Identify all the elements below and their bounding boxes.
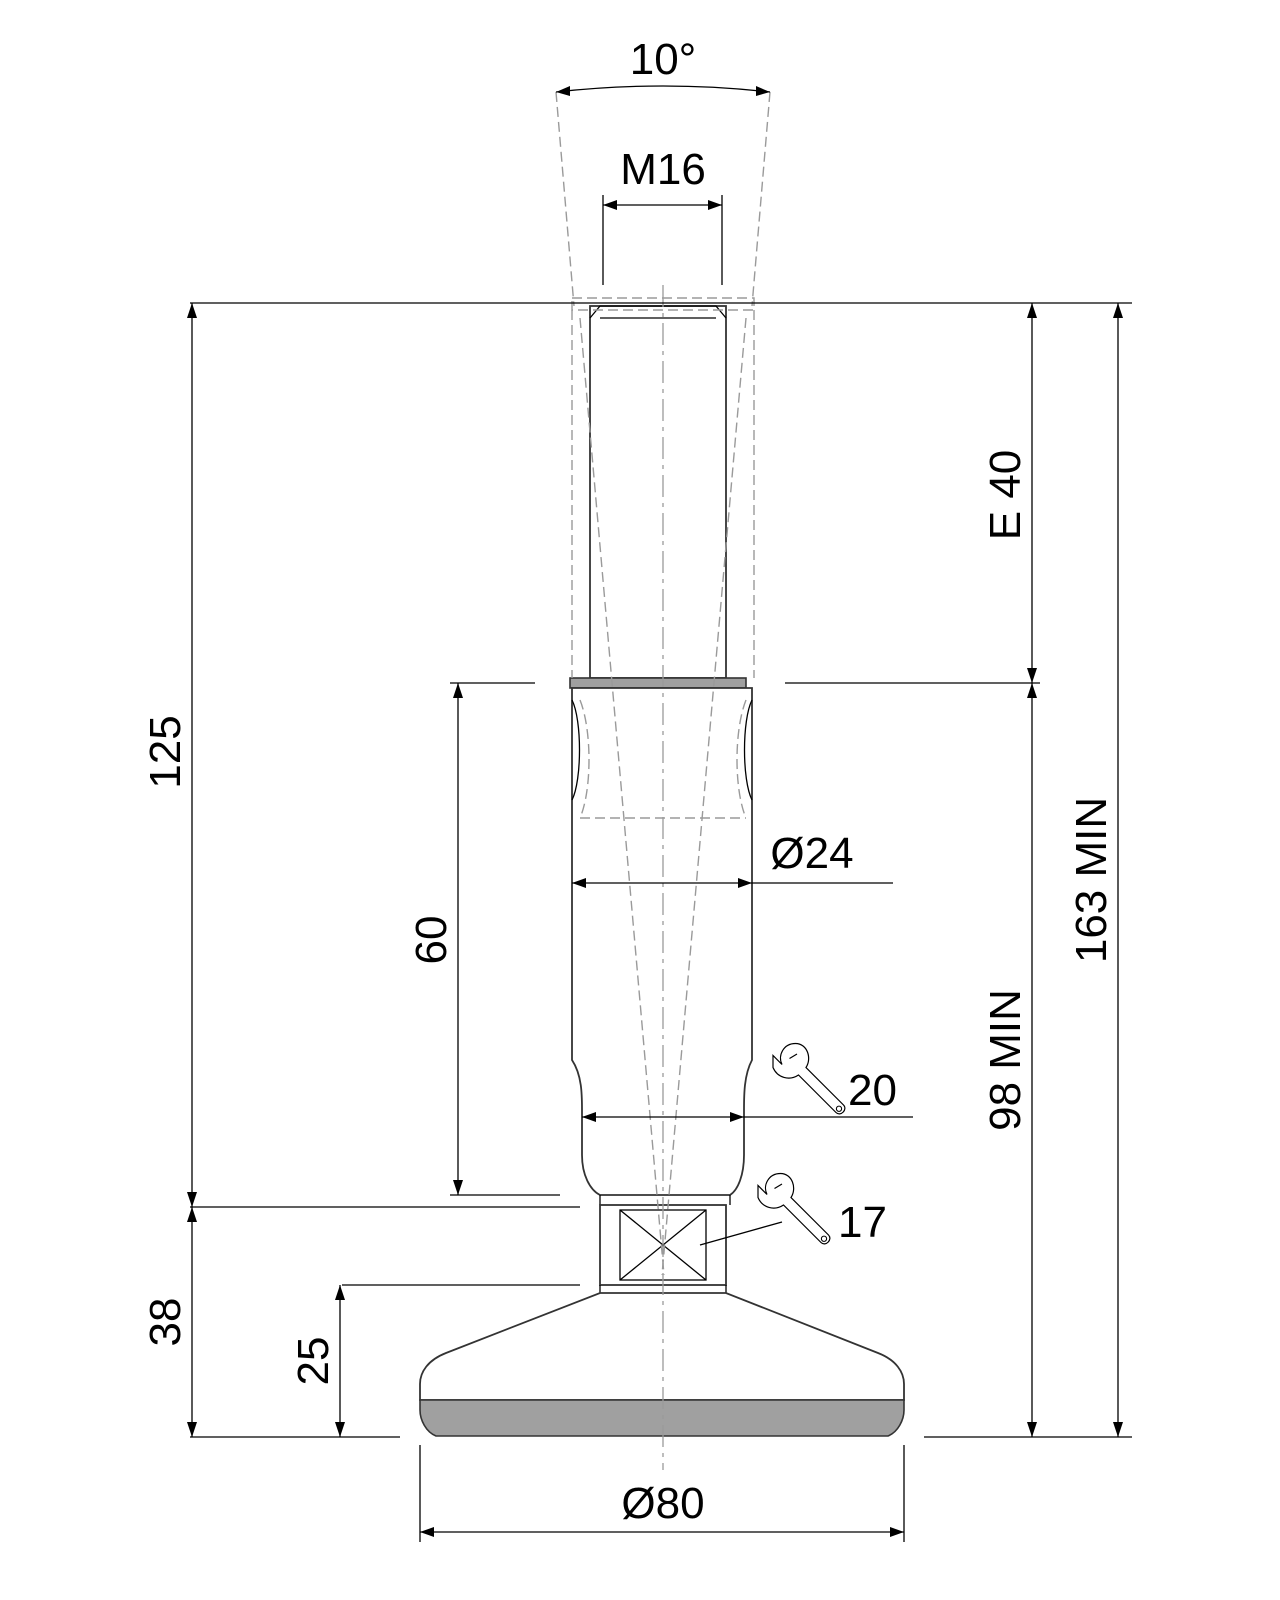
stroke-dimension: E 40 <box>785 303 1040 684</box>
foot-height-dimension: 25 <box>289 1284 580 1437</box>
height-125-dimension: 125 <box>141 303 580 1208</box>
foot-height-label: 25 <box>289 1337 338 1386</box>
threaded-stud <box>589 305 727 679</box>
part-outline <box>419 305 905 1437</box>
body-diameter-label: Ø24 <box>770 829 853 878</box>
min-height-dimension: 98 MIN <box>981 683 1037 1437</box>
height-125-label: 125 <box>141 715 190 788</box>
overall-min-height-dimension: 163 MIN <box>1067 303 1123 1437</box>
thread-label: M16 <box>620 145 706 194</box>
thread-dimension: M16 <box>602 145 723 285</box>
foot-diameter-dimension: Ø80 <box>419 1445 905 1542</box>
rubber-pad <box>419 1399 905 1437</box>
body-length-label: 60 <box>407 916 456 965</box>
body-flange <box>569 677 747 689</box>
cylindrical-body <box>571 687 753 1196</box>
stud-chamfer <box>589 305 727 319</box>
hidden-lines <box>555 91 771 1276</box>
wrench-17-label: 17 <box>838 1198 887 1247</box>
overall-min-height-label: 163 MIN <box>1067 797 1116 963</box>
foot-diameter-label: Ø80 <box>621 1479 704 1528</box>
angle-label: 10° <box>630 35 697 84</box>
foot-base <box>419 1292 905 1401</box>
body-length-dimension: 60 <box>407 682 560 1196</box>
angle-dimension: 10° <box>555 35 771 96</box>
wrench-20-callout: 20 <box>582 1042 913 1122</box>
wrench-20-label: 20 <box>848 1066 897 1115</box>
wrench-17-callout: 17 <box>699 1172 887 1247</box>
wrench-icon <box>757 1172 831 1245</box>
base-height-label: 38 <box>141 1298 190 1347</box>
base-height-dimension: 38 <box>141 1207 197 1437</box>
stroke-label: E 40 <box>981 450 1030 541</box>
min-height-label: 98 MIN <box>981 989 1030 1131</box>
wrench-icon <box>772 1042 846 1115</box>
body-diameter-dimension: Ø24 <box>572 829 893 888</box>
